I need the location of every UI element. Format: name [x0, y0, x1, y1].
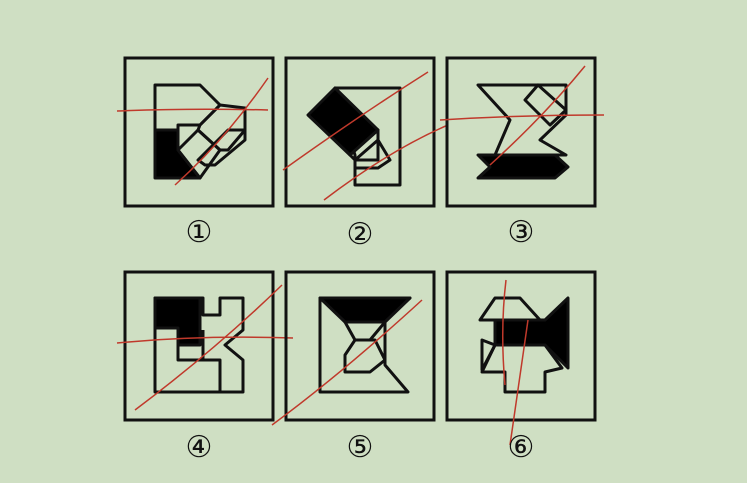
panel-3-label: ③	[507, 215, 535, 250]
panel-2-label: ②	[346, 217, 374, 252]
panel-3-figure	[476, 83, 570, 180]
panel-2-figure	[306, 86, 402, 187]
panel-4-strike	[116, 284, 294, 411]
panel-3-strike	[439, 65, 605, 166]
panel-4	[116, 270, 294, 422]
panel-5-frame	[284, 270, 436, 422]
panel-4-figure	[153, 296, 245, 394]
panel-6-frame	[445, 270, 597, 422]
panel-2-strike	[282, 71, 449, 201]
panel-4-label: ④	[185, 430, 213, 465]
panel-1-strike	[116, 77, 269, 186]
panel-1-figure	[153, 83, 247, 180]
panel-3-black-block	[476, 153, 570, 180]
panel-5-strike	[271, 299, 423, 426]
panel-3-frame	[445, 56, 597, 208]
panel-6-figure	[478, 296, 570, 394]
panel-2	[282, 56, 449, 208]
panel-1	[116, 56, 275, 208]
panel-6-label: ⑥	[507, 430, 535, 465]
panel-1-frame	[123, 56, 275, 208]
panel-3	[439, 56, 605, 208]
panel-4-frame	[123, 270, 275, 422]
panel-5-label: ⑤	[346, 430, 374, 465]
panel-6	[445, 270, 597, 446]
panel-6-strike	[501, 279, 529, 446]
panel-5-figure	[318, 296, 412, 394]
panel-5-black-block	[318, 296, 412, 324]
panel-5	[271, 270, 436, 426]
panel-1-label: ①	[185, 215, 213, 250]
